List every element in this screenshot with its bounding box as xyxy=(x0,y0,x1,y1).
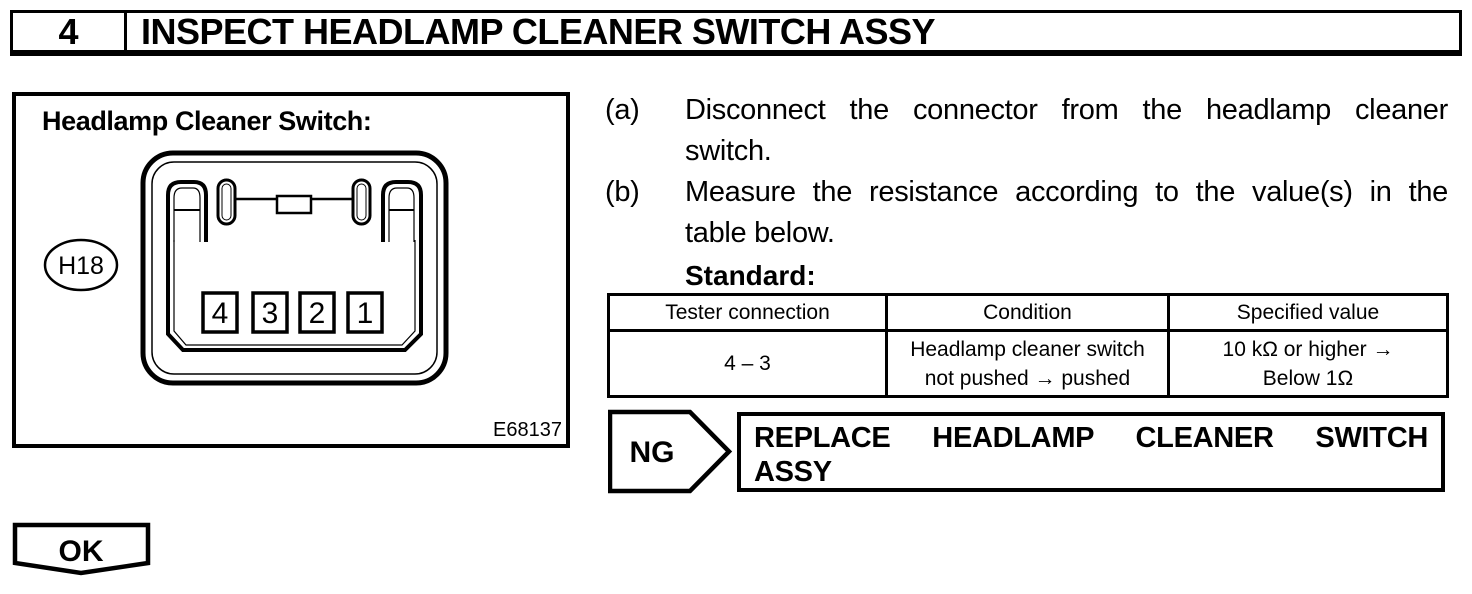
procedure-steps: (a) Disconnect the connector from the he… xyxy=(605,90,1448,294)
step-a-line-1: Disconnect the connector from the headla… xyxy=(685,94,1448,126)
pin-label-2: 2 xyxy=(309,297,326,330)
connector-id-oval xyxy=(43,238,119,292)
pin-squares xyxy=(201,291,384,334)
step-b-line-2: table below. xyxy=(685,217,835,249)
connector-diagram-icon: 4 3 2 1 H18 xyxy=(43,150,449,386)
spec-table: Tester connection Condition Specified va… xyxy=(607,293,1449,398)
cell-specified-value: 10 kΩ or higher → Below 1Ω xyxy=(1167,329,1449,398)
step-a-text: Disconnect the connector from the headla… xyxy=(685,90,1448,172)
pin-label-1: 1 xyxy=(357,297,374,330)
specified-value-line-2: Below 1Ω xyxy=(1262,366,1354,390)
ng-action-line-1: REPLACE HEADLAMP CLEANER SWITCH xyxy=(754,422,1428,454)
condition-line-1: Headlamp cleaner switch xyxy=(910,337,1145,361)
standard-label: Standard: xyxy=(685,260,816,291)
cell-tester-connection: 4 – 3 xyxy=(607,329,888,398)
figure-box: Headlamp Cleaner Switch: xyxy=(12,92,570,448)
step-b-text: Measure the resistance according to the … xyxy=(685,172,1448,254)
figure-code: E68137 xyxy=(493,419,562,441)
header-tester-connection: Tester connection xyxy=(607,293,888,332)
ng-action-box: REPLACE HEADLAMP CLEANER SWITCH ASSY xyxy=(737,412,1445,492)
step-a-line-2: switch. xyxy=(685,135,772,167)
step-b-line-1: Measure the resistance according to the … xyxy=(685,176,1448,208)
condition-line-2: not pushed → pushed xyxy=(924,366,1131,390)
ng-action-line-2: ASSY xyxy=(754,456,832,488)
connector-id-label: H18 xyxy=(58,252,104,280)
ng-label: NG xyxy=(630,436,675,469)
ng-arrow: NG xyxy=(608,409,733,494)
pin-label-4: 4 xyxy=(212,297,229,330)
ok-arrow: OK xyxy=(12,522,151,576)
cell-condition: Headlamp cleaner switch not pushed → pus… xyxy=(885,329,1170,398)
header-specified-value: Specified value xyxy=(1167,293,1449,332)
specified-value-line-1: 10 kΩ or higher → xyxy=(1222,337,1394,361)
spec-table-row: 4 – 3 Headlamp cleaner switch not pushed… xyxy=(607,329,1449,398)
ok-label: OK xyxy=(59,535,104,568)
pin-label-3: 3 xyxy=(262,297,279,330)
step-header: 4 INSPECT HEADLAMP CLEANER SWITCH ASSY xyxy=(10,10,1462,56)
step-a: (a) Disconnect the connector from the he… xyxy=(605,90,1448,172)
figure-caption: Headlamp Cleaner Switch: xyxy=(42,106,372,136)
step-a-label: (a) xyxy=(605,94,640,126)
header-condition: Condition xyxy=(885,293,1170,332)
step-number: 4 xyxy=(13,11,127,52)
step-b-label: (b) xyxy=(605,176,640,208)
step-b: (b) Measure the resistance according to … xyxy=(605,172,1448,254)
spec-table-header-row: Tester connection Condition Specified va… xyxy=(607,293,1449,332)
step-title: INSPECT HEADLAMP CLEANER SWITCH ASSY xyxy=(141,10,936,52)
